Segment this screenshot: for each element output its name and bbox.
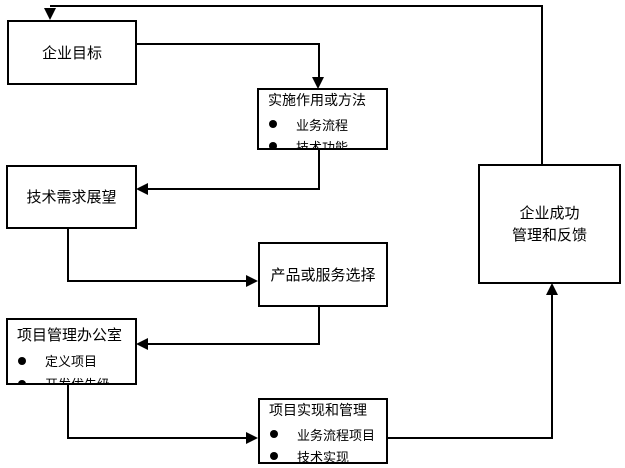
bullet-dot-icon (269, 142, 277, 148)
arrowhead-into-goals-icon (44, 8, 56, 20)
success-label-line2: 管理和反馈 (511, 226, 587, 244)
bullet-dot-icon (269, 120, 277, 128)
connector-product-to-pmo-v-segment (318, 305, 320, 345)
bullet-dot-icon (18, 379, 26, 383)
bullet-label: 技术功能 (296, 140, 349, 150)
node-product-service-selection-label: 产品或服务选择 (270, 265, 376, 284)
bullet-label: 技术实现 (297, 450, 350, 464)
arrowhead-into-project-icon (246, 432, 258, 444)
connector-tech-to-product-h-segment (67, 280, 247, 282)
bullet-dot-icon (270, 452, 278, 460)
connector-project-to-success-h-segment (386, 437, 553, 439)
bullet-dot-icon (270, 430, 278, 438)
connector-goals-to-methods-v-segment (318, 43, 320, 79)
list-item: 技术实现 (260, 446, 386, 464)
connector-methods-to-tech-v-segment (318, 148, 320, 190)
node-project-management-office-title: 项目管理办公室 (17, 326, 123, 344)
connector-methods-to-tech-h-segment (147, 188, 320, 190)
bullet-label: 开发优先级 (45, 374, 110, 383)
node-project-implementation-management: 项目实现和管理 业务流程项目 技术实现 (258, 398, 388, 464)
node-implementation-methods-title: 实施作用或方法 (268, 93, 366, 109)
connector-success-to-goals-top-segment (50, 5, 543, 7)
node-product-service-selection: 产品或服务选择 (258, 242, 388, 307)
node-tech-requirements-outlook: 技术需求展望 (6, 165, 137, 229)
list-item: 业务流程 (259, 114, 386, 134)
bullet-dot-icon (18, 356, 26, 365)
node-project-implementation-management-title: 项目实现和管理 (269, 403, 367, 419)
list-item: 业务流程项目 (260, 424, 386, 444)
bullet-label: 业务流程项目 (297, 428, 376, 444)
list-item: 技术功能 (259, 136, 386, 150)
node-enterprise-success-feedback: 企业成功 管理和反馈 (478, 164, 621, 284)
arrowhead-into-methods-icon (312, 77, 324, 89)
node-implementation-methods: 实施作用或方法 业务流程 技术功能 (257, 88, 388, 150)
list-item: 开发优先级 (8, 372, 135, 383)
node-enterprise-success-feedback-label: 企业成功 管理和反馈 (512, 202, 587, 246)
node-enterprise-goals-label: 企业目标 (41, 43, 102, 62)
arrowhead-into-pmo-icon (136, 338, 148, 350)
connector-tech-to-product-v-segment (67, 227, 69, 282)
node-tech-requirements-outlook-label: 技术需求展望 (26, 188, 117, 206)
connector-project-to-success-v-segment (551, 294, 553, 439)
success-label-line1: 企业成功 (519, 204, 580, 222)
list-item: 定义项目 (8, 349, 135, 372)
connector-pmo-to-project-v-segment (67, 383, 69, 439)
bullet-label: 定义项目 (45, 355, 98, 370)
connector-goals-to-methods-h-segment (135, 43, 320, 45)
arrowhead-into-tech-icon (136, 183, 148, 195)
connector-pmo-to-project-h-segment (67, 437, 247, 439)
arrowhead-into-product-icon (246, 275, 258, 287)
node-enterprise-goals: 企业目标 (7, 20, 137, 85)
connector-success-to-goals-right-segment (541, 5, 543, 164)
connector-product-to-pmo-h-segment (147, 343, 320, 345)
bullet-label: 业务流程 (296, 118, 349, 134)
node-project-management-office: 项目管理办公室 定义项目 开发优先级 (6, 318, 137, 385)
arrowhead-into-success-icon (546, 283, 558, 295)
